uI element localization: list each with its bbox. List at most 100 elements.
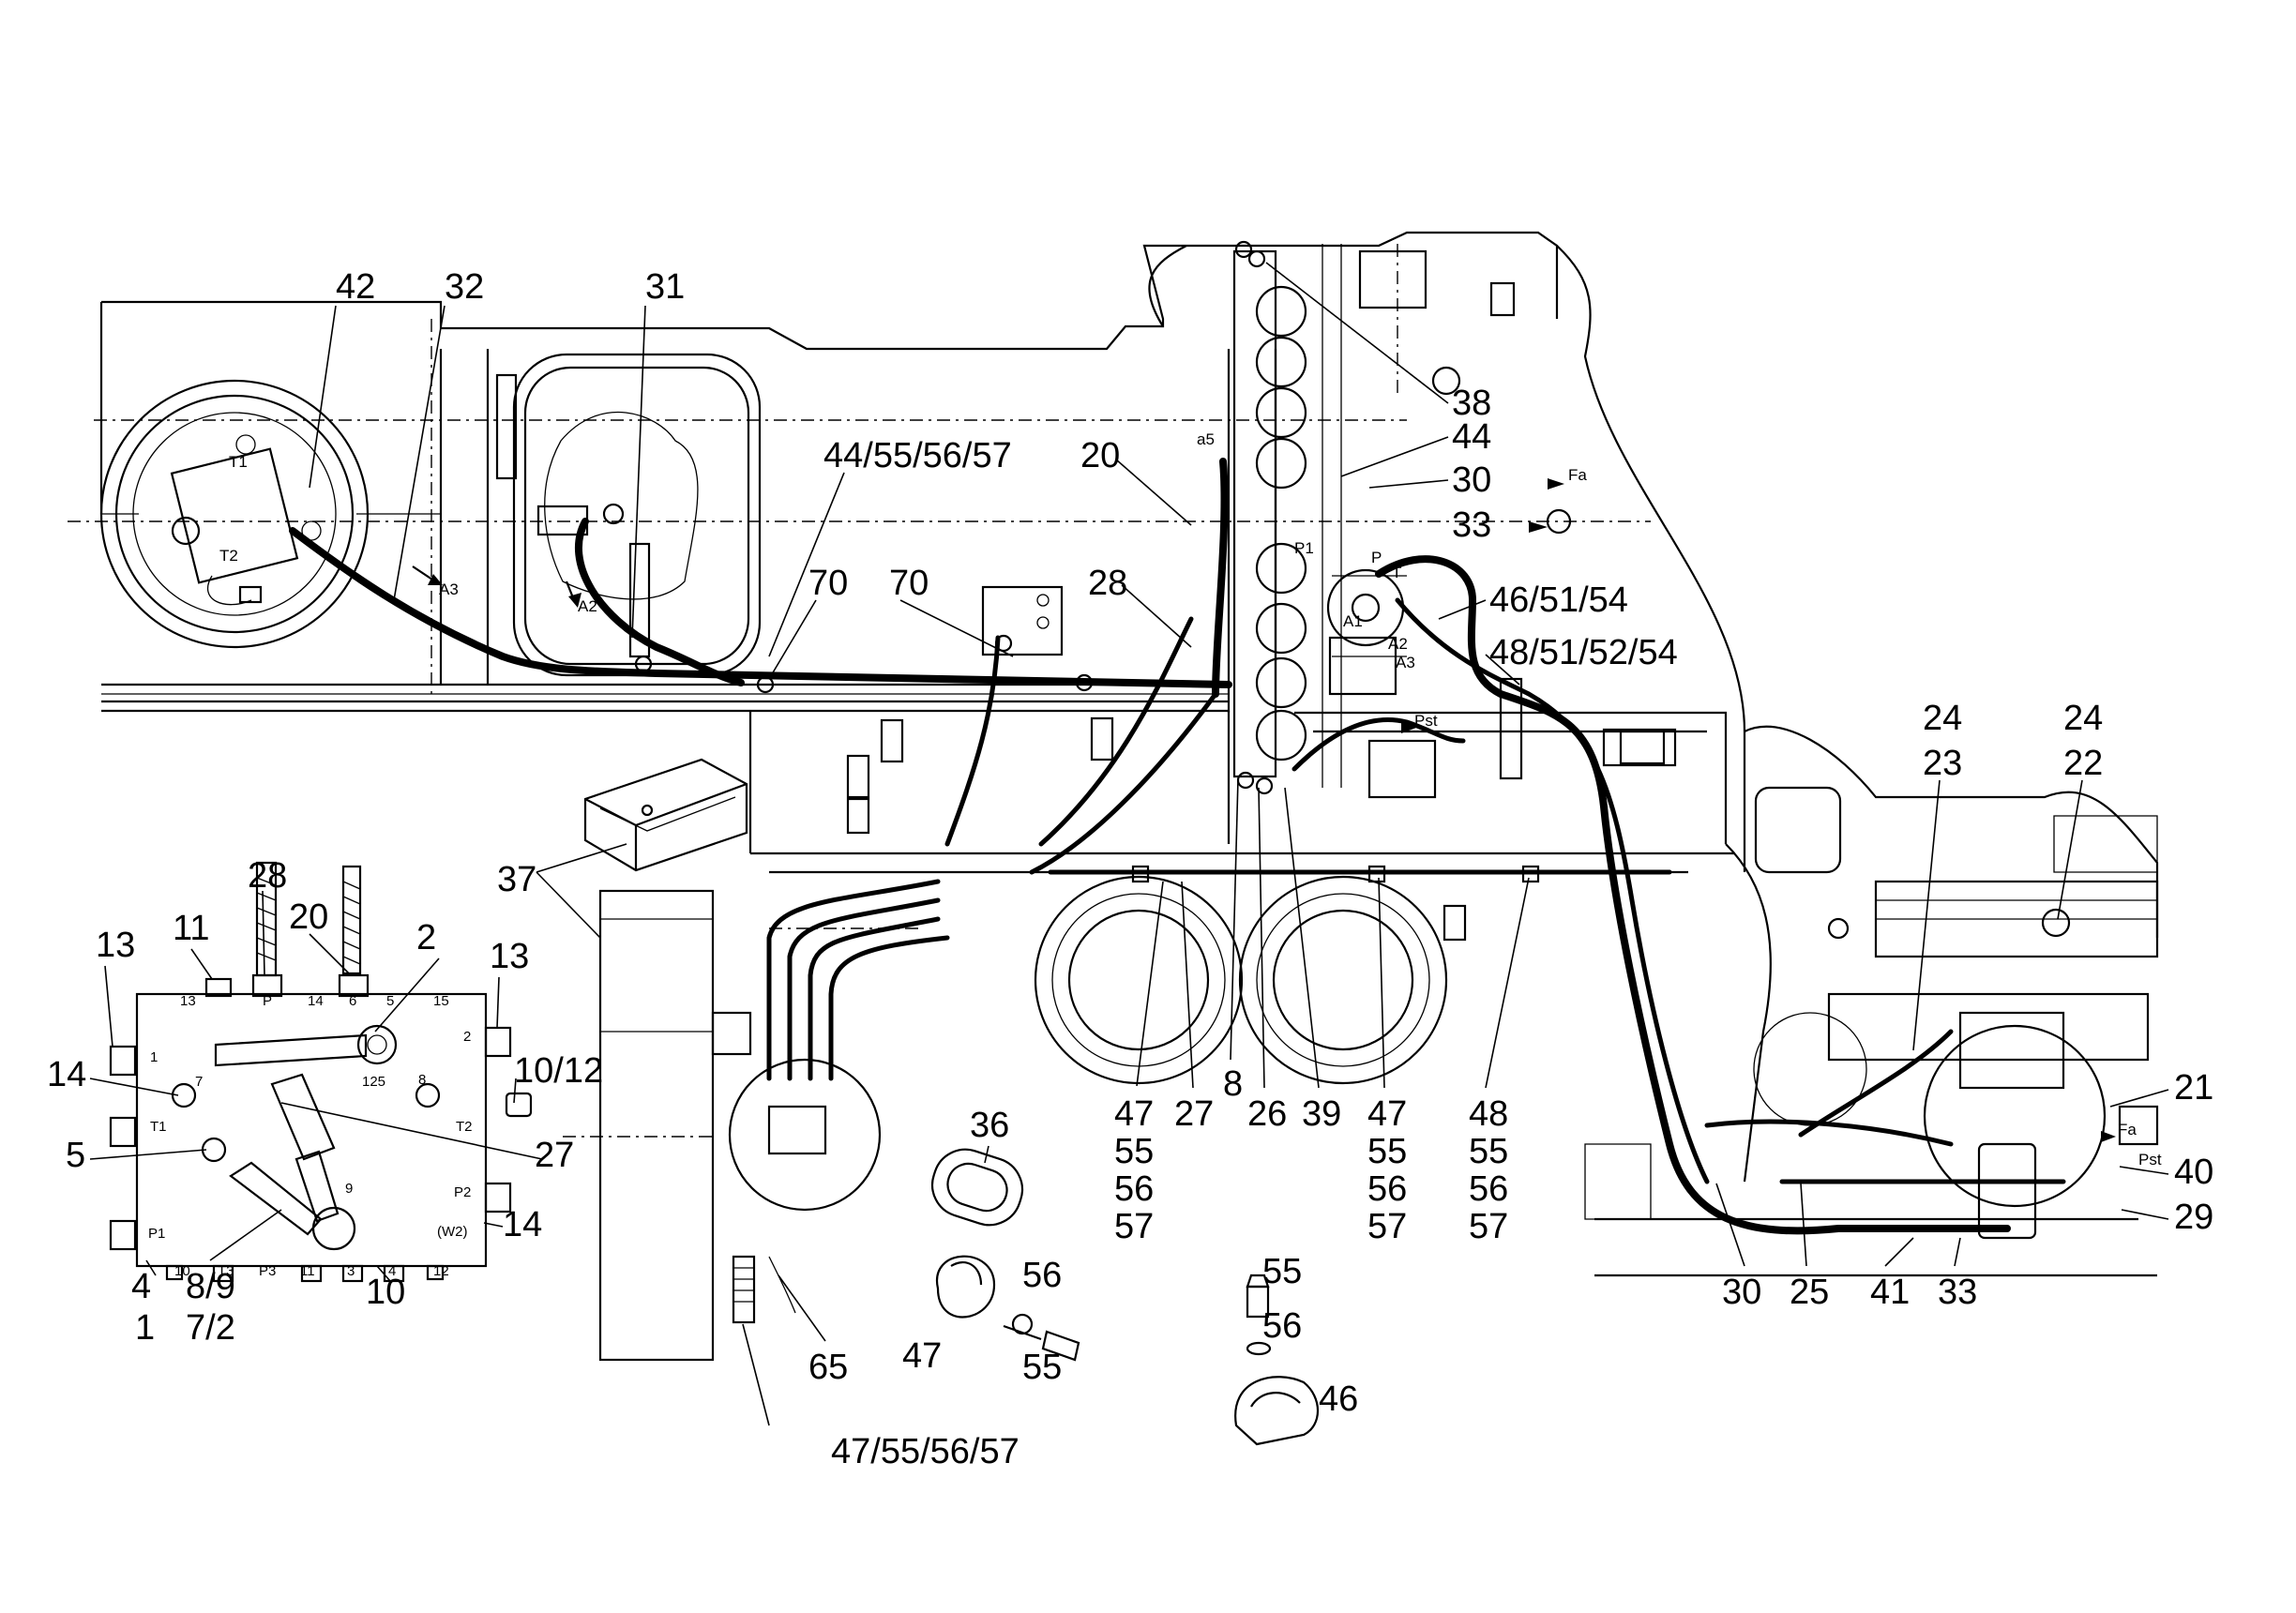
callout-c55a: 55 <box>1114 1132 1154 1171</box>
block-label-12: T2 <box>456 1119 473 1135</box>
callout-c22: 22 <box>2063 744 2103 783</box>
callout-c28a: 28 <box>1088 564 1127 603</box>
port-label-10: Pst <box>1414 712 1438 730</box>
callout-c40: 40 <box>2174 1153 2213 1192</box>
callout-c55b: 55 <box>1367 1132 1407 1171</box>
callout-c25: 25 <box>1790 1273 1829 1312</box>
callout-c48-51-52-54: 48/51/52/54 <box>1489 633 1678 672</box>
hydraulic-block <box>109 861 533 1283</box>
block-label-20: 11 <box>300 1263 315 1279</box>
port-label-8: A2 <box>1388 635 1408 653</box>
plates <box>846 716 1677 942</box>
callout-c21: 21 <box>2174 1068 2213 1108</box>
callout-c55c: 55 <box>1469 1132 1508 1171</box>
callout-c41: 41 <box>1870 1273 1910 1312</box>
callout-c30b: 30 <box>1722 1273 1761 1312</box>
port-label-13: T1 <box>229 453 248 471</box>
callout-c65: 65 <box>808 1348 848 1387</box>
callout-c57c: 57 <box>1469 1207 1508 1246</box>
port-label-0: A3 <box>439 580 459 598</box>
block-label-22: 4 <box>388 1263 396 1279</box>
block-label-17: 10 <box>174 1263 190 1279</box>
callout-c44-55-56-57: 44/55/56/57 <box>823 436 1012 475</box>
block-label-13: P2 <box>454 1184 471 1200</box>
callout-c57b: 57 <box>1367 1207 1407 1246</box>
callout-c33a: 33 <box>1452 505 1491 545</box>
callout-c10-12: 10/12 <box>514 1051 603 1091</box>
port-label-6: T <box>1392 564 1401 581</box>
callout-c33b: 33 <box>1938 1273 1977 1312</box>
callout-c70b: 70 <box>889 564 929 603</box>
port-label-14: T2 <box>219 547 238 565</box>
callout-c7-2: 7/2 <box>186 1308 235 1348</box>
clamp-65 <box>732 1255 796 1324</box>
block-label-16: (W2) <box>437 1224 468 1240</box>
wheel-circles <box>1034 875 2107 1208</box>
block-label-11: T1 <box>150 1119 167 1135</box>
port-label-11: Fa <box>2118 1121 2137 1138</box>
block-label-3: 6 <box>349 993 356 1009</box>
clamp-46 <box>1234 1274 1319 1446</box>
callout-c31: 31 <box>645 267 685 307</box>
detail-circle <box>598 889 882 1362</box>
callout-c47-55-56-57: 47/55/56/57 <box>831 1432 1020 1471</box>
callout-c14b: 14 <box>503 1205 542 1244</box>
cover-37 <box>583 758 748 872</box>
callout-c11: 11 <box>173 909 209 948</box>
callout-c13b: 13 <box>490 937 529 976</box>
callout-c26: 26 <box>1247 1094 1287 1134</box>
left-tank <box>99 379 370 649</box>
callout-c10: 10 <box>366 1273 405 1312</box>
callout-c4: 4 <box>131 1267 151 1306</box>
leader-lines <box>89 262 2169 1426</box>
callout-c46-51-54: 46/51/54 <box>1489 580 1628 620</box>
block-label-6: 1 <box>150 1049 158 1065</box>
port-label-12: Pst <box>2138 1151 2162 1168</box>
block-label-15: 9 <box>345 1181 353 1197</box>
callout-c23: 23 <box>1923 744 1962 783</box>
callout-c14a: 14 <box>47 1055 86 1094</box>
hoses <box>289 458 2066 1235</box>
control-valve <box>1326 568 1407 696</box>
callout-c37: 37 <box>497 860 536 899</box>
port-label-3: Fa <box>1568 466 1587 484</box>
callout-c47c: 47 <box>902 1336 942 1376</box>
callout-c2: 2 <box>416 918 436 957</box>
callout-c27a: 27 <box>535 1136 574 1175</box>
port-label-7: A1 <box>1343 612 1363 630</box>
callout-c48: 48 <box>1469 1094 1508 1134</box>
clamp-47 <box>935 1255 1080 1362</box>
callout-c24b: 24 <box>2063 699 2103 738</box>
callout-c47b: 47 <box>1367 1094 1407 1134</box>
callout-c32: 32 <box>445 267 484 307</box>
callout-c42: 42 <box>336 267 375 307</box>
valve-stack <box>1232 244 1666 799</box>
flow-arrows <box>412 478 2116 1142</box>
block-label-0: 13 <box>180 993 196 1009</box>
block-label-8: 7 <box>195 1074 203 1090</box>
pump-assembly <box>1754 786 2159 1240</box>
block-label-18: T3 <box>218 1263 234 1279</box>
callout-c70a: 70 <box>808 564 848 603</box>
callout-c57a: 57 <box>1114 1207 1154 1246</box>
callout-c8: 8 <box>1223 1064 1243 1104</box>
callout-c55e: 55 <box>1262 1252 1302 1291</box>
block-label-10: 8 <box>418 1072 426 1088</box>
callout-c5: 5 <box>66 1136 85 1175</box>
block-label-23: 12 <box>433 1263 449 1279</box>
block-label-14: P1 <box>148 1226 165 1242</box>
callout-c27b: 27 <box>1174 1094 1214 1134</box>
block-label-1: P <box>263 993 272 1009</box>
callout-c56b: 56 <box>1367 1169 1407 1209</box>
port-label-1: A2 <box>578 597 597 615</box>
callout-c24a: 24 <box>1923 699 1962 738</box>
callout-c56a: 56 <box>1114 1169 1154 1209</box>
port-label-4: P1 <box>1294 539 1314 557</box>
block-label-4: 5 <box>386 993 394 1009</box>
block-label-2: 14 <box>308 993 324 1009</box>
callout-c20b: 20 <box>289 897 328 937</box>
callout-c29: 29 <box>2174 1198 2213 1237</box>
